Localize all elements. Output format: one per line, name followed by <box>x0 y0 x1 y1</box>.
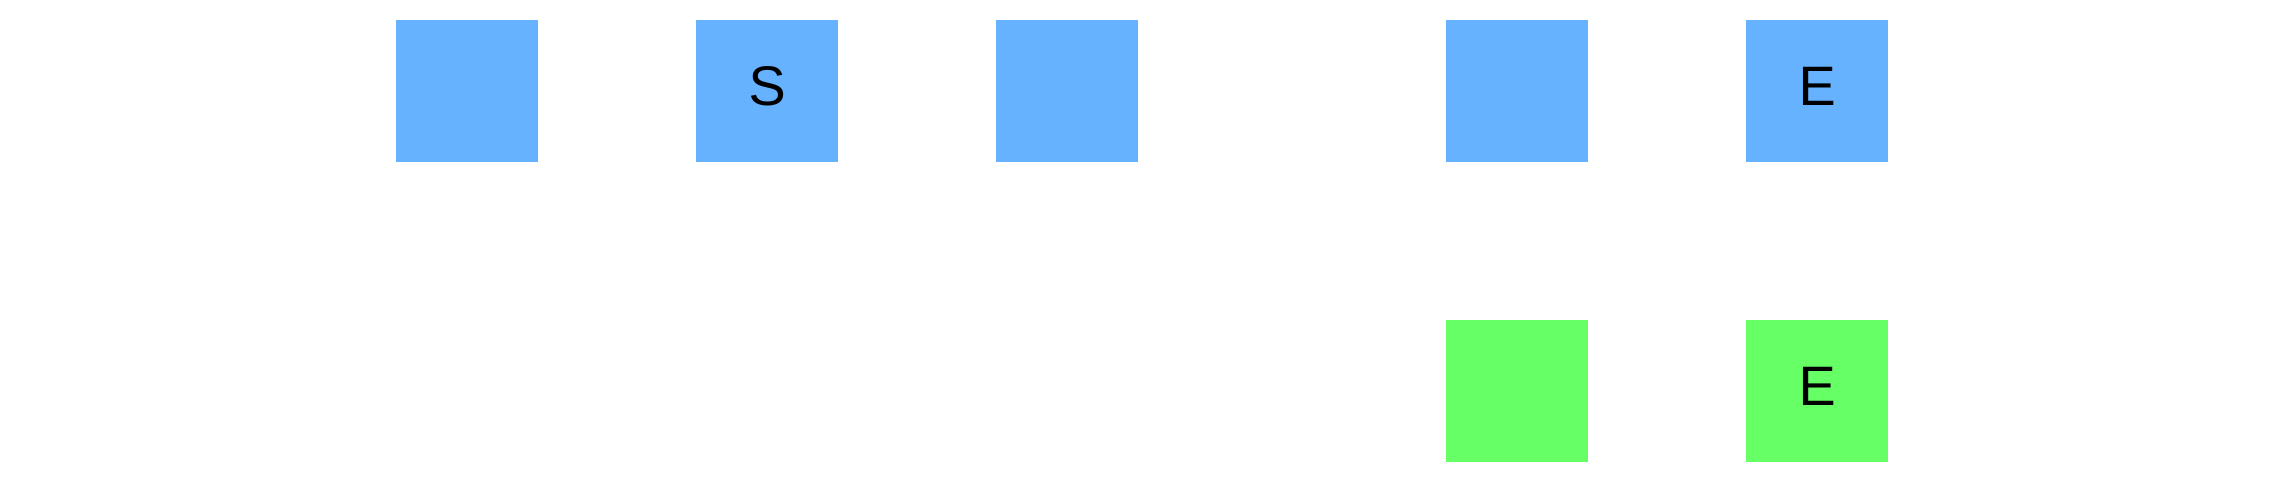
top-row-cell-3 <box>996 20 1138 162</box>
cell-label: E <box>1798 54 1836 117</box>
top-row-cell-4 <box>1446 20 1588 162</box>
cell-label: S <box>748 54 786 117</box>
cell-label: E <box>1798 354 1836 417</box>
bottom-row-cell-1 <box>1446 320 1588 462</box>
top-row-cell-1 <box>396 20 538 162</box>
top-row-cell-start: S <box>696 20 838 162</box>
top-row-cell-end: E <box>1746 20 1888 162</box>
bottom-row-cell-end: E <box>1746 320 1888 462</box>
